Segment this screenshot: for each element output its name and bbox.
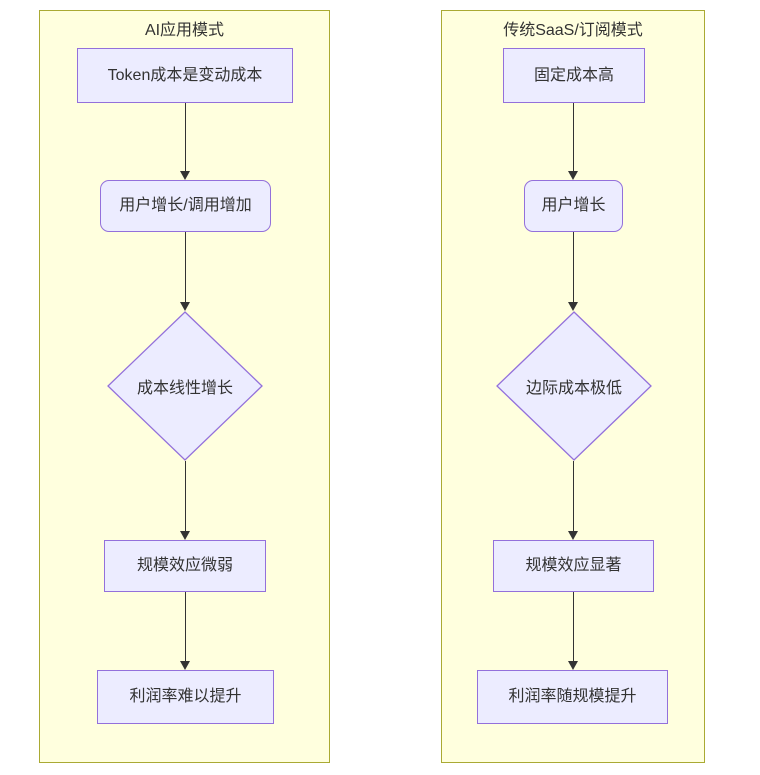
arrowhead-icon	[180, 661, 190, 670]
edge-arrow	[179, 103, 191, 180]
edge-line	[572, 461, 574, 531]
node-fixed-cost-high: 固定成本高	[503, 48, 645, 103]
subgraph-saas-mode-title: 传统SaaS/订阅模式	[503, 22, 643, 39]
edge-arrow	[567, 592, 579, 670]
edge-arrow	[179, 461, 191, 540]
edge-arrow	[567, 461, 579, 540]
node-label: 利润率难以提升	[129, 688, 242, 706]
node-cost-linear-growth: 成本线性增长	[107, 311, 263, 461]
diamond-shape	[107, 311, 263, 461]
node-profit-hard-to-raise: 利润率难以提升	[97, 670, 274, 724]
node-token-cost: Token成本是变动成本	[77, 48, 293, 103]
node-label: 规模效应显著	[525, 557, 622, 575]
arrowhead-icon	[180, 171, 190, 180]
arrowhead-icon	[568, 302, 578, 311]
node-user-growth-calls: 用户增长/调用增加	[100, 180, 271, 232]
node-user-growth: 用户增长	[524, 180, 623, 232]
edge-arrow	[567, 103, 579, 180]
node-label: 用户增长/调用增加	[119, 197, 252, 215]
edge-arrow	[179, 232, 191, 311]
edge-line	[184, 103, 186, 171]
node-label: 用户增长	[541, 197, 606, 215]
edge-line	[184, 232, 186, 302]
edge-line	[572, 103, 574, 171]
arrowhead-icon	[180, 531, 190, 540]
node-scale-effect-strong: 规模效应显著	[493, 540, 654, 592]
node-marginal-cost-low: 边际成本极低	[496, 311, 652, 461]
arrowhead-icon	[568, 531, 578, 540]
node-label: 规模效应微弱	[136, 557, 233, 575]
subgraph-ai-mode-title: AI应用模式	[144, 22, 225, 39]
diamond-shape	[496, 311, 652, 461]
node-label: 固定成本高	[533, 66, 614, 84]
node-label: Token成本是变动成本	[107, 66, 263, 84]
node-profit-rises-with-scale: 利润率随规模提升	[477, 670, 668, 724]
edge-arrow	[179, 592, 191, 670]
arrowhead-icon	[180, 302, 190, 311]
edge-line	[572, 232, 574, 302]
node-label: 成本线性增长	[136, 380, 233, 397]
edge-line	[184, 461, 186, 531]
node-scale-effect-weak: 规模效应微弱	[104, 540, 266, 592]
edge-line	[184, 592, 186, 661]
edge-line	[572, 592, 574, 661]
arrowhead-icon	[568, 661, 578, 670]
node-label: 边际成本极低	[525, 380, 622, 397]
edge-arrow	[567, 232, 579, 311]
node-label: 利润率随规模提升	[508, 688, 637, 706]
arrowhead-icon	[568, 171, 578, 180]
